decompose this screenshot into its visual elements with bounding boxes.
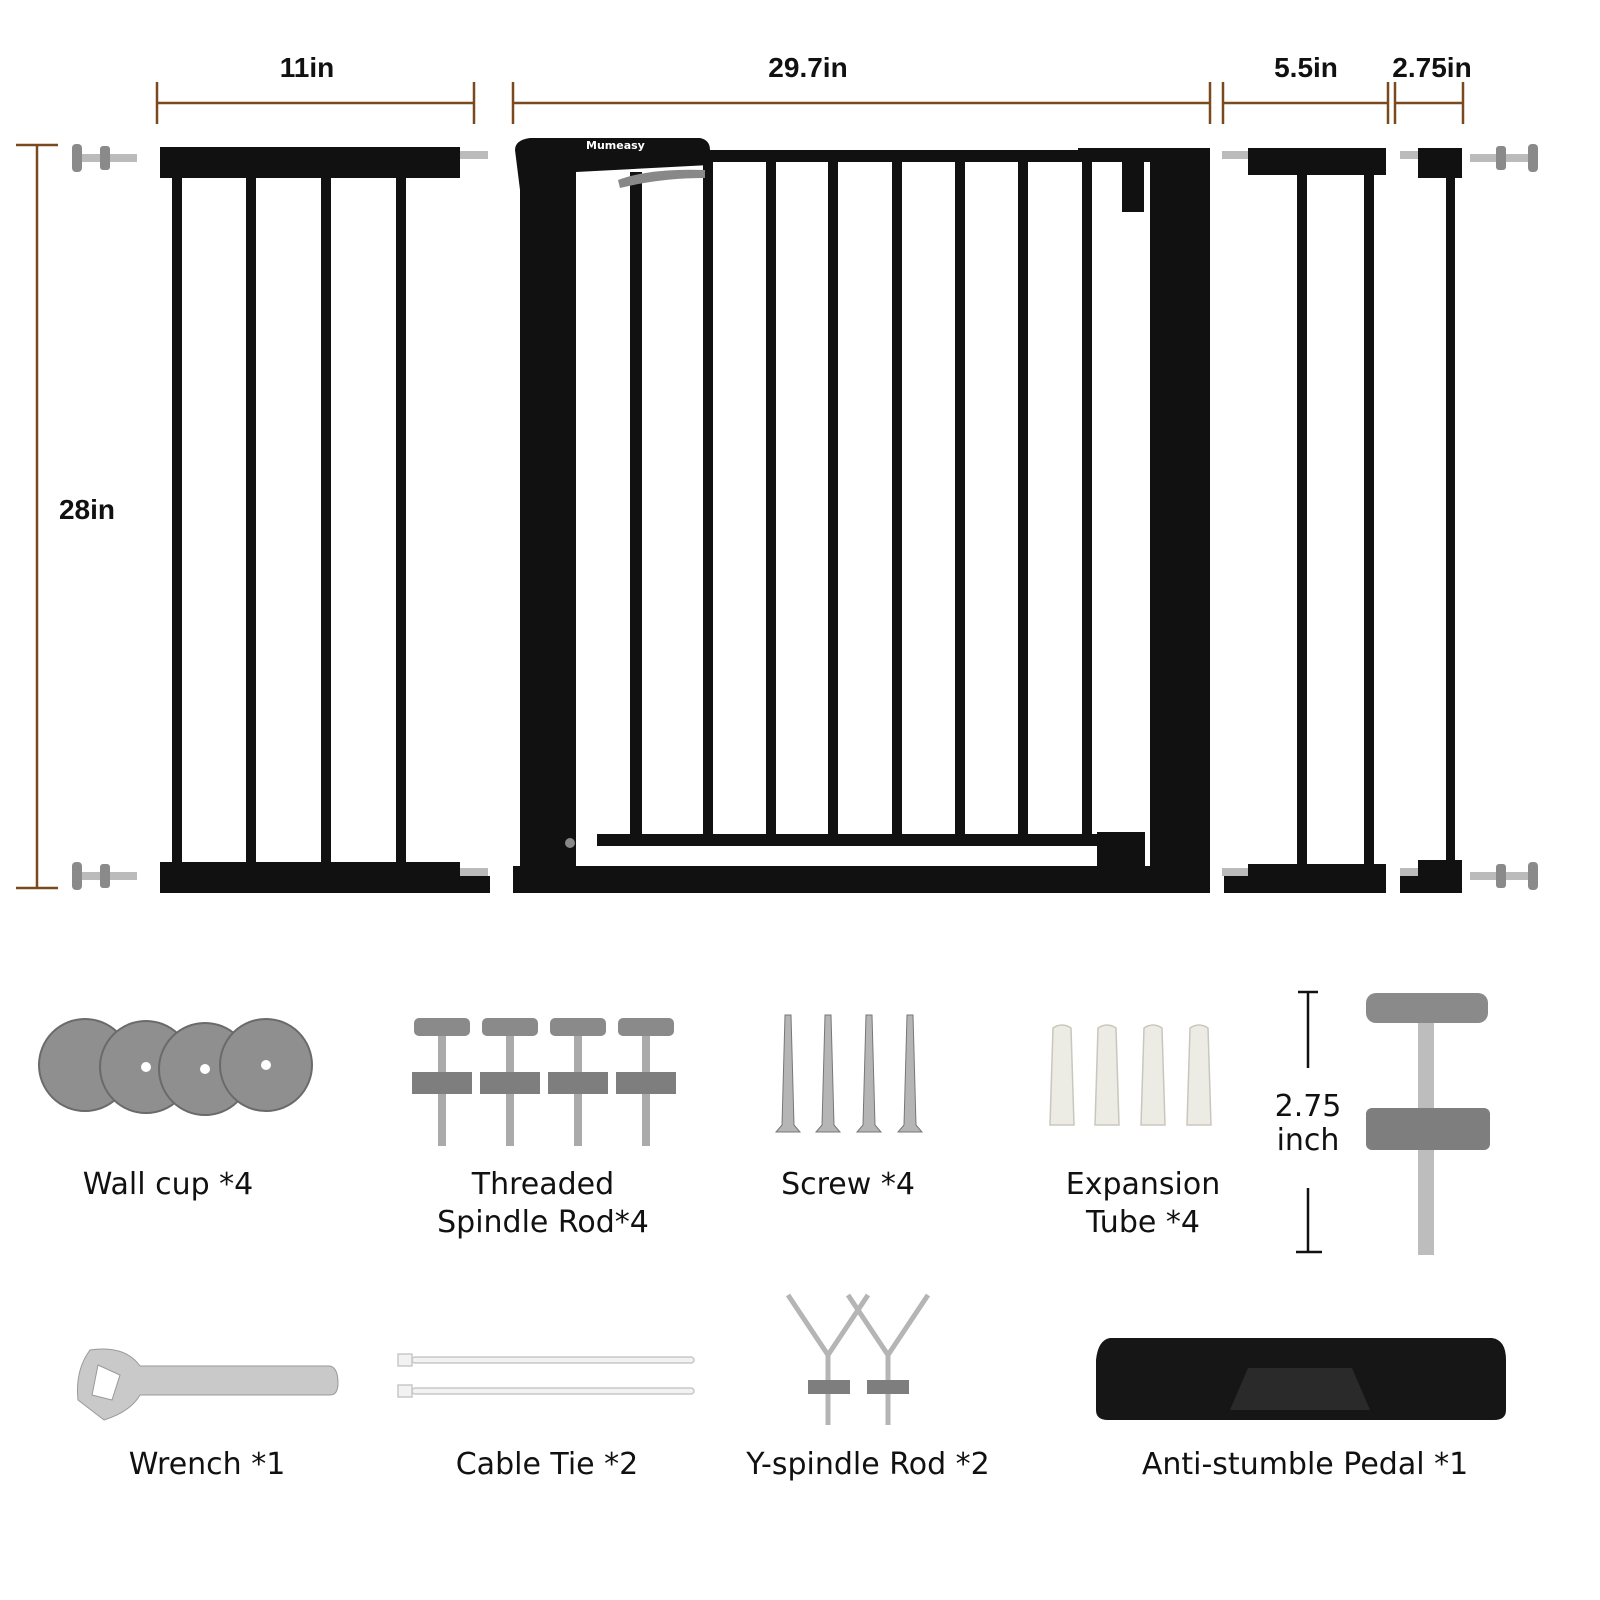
label-y-spindle-rod: Y-spindle Rod *2 [746, 1447, 990, 1482]
dimension-lines [16, 82, 1465, 890]
hinge-icon [565, 838, 575, 848]
dim-left-extension: 11in [279, 52, 335, 83]
label-line: Tube *4 [1086, 1205, 1200, 1240]
gate-frames [160, 138, 1462, 893]
label-line: Expansion [1065, 1167, 1221, 1202]
label-screw: Screw *4 [781, 1167, 915, 1202]
spindle-closeup-icon [1366, 993, 1490, 1255]
wall-cup-icons [38, 1018, 313, 1116]
pressure-knob-icons [72, 144, 1538, 890]
cable-tie-icons [397, 1353, 695, 1398]
label-cable-tie: Cable Tie *2 [455, 1447, 639, 1482]
label-line: Threaded [471, 1167, 615, 1202]
y-spindle-rod-icons [785, 1293, 931, 1425]
brand-logo: Mumeasy [586, 139, 645, 152]
screw-icons [774, 1014, 924, 1133]
handle-icon [618, 169, 705, 188]
size-marker [1296, 990, 1322, 1254]
wrench-icon [77, 1348, 339, 1421]
dim-mid-extension: 5.5in [1274, 52, 1338, 83]
threaded-spindle-rod-icons [412, 1018, 676, 1146]
label-wall-cup: Wall cup *4 [82, 1167, 254, 1202]
dim-height: 28in [58, 494, 116, 525]
label-anti-stumble-pedal: Anti-stumble Pedal *1 [1141, 1447, 1469, 1482]
label-wrench: Wrench *1 [128, 1447, 286, 1482]
label-line: 2.75 [1274, 1089, 1342, 1124]
dim-gate-width: 29.7in [768, 52, 848, 83]
dim-small-extension: 2.75in [1392, 52, 1472, 83]
expansion-tube-icons [1049, 1024, 1212, 1126]
label-line: Spindle Rod*4 [437, 1205, 649, 1240]
label-line: inch [1276, 1123, 1340, 1158]
